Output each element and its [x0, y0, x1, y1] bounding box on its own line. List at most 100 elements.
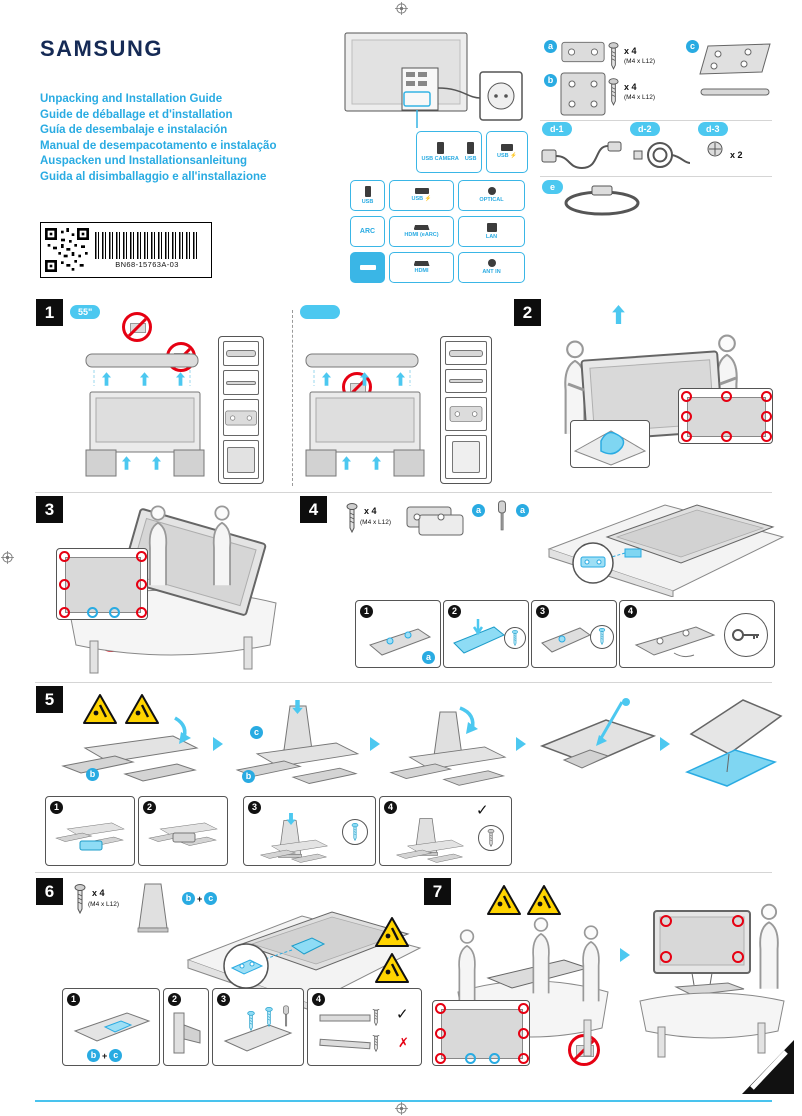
step-7-number: 7 [424, 878, 451, 905]
registration-mark-left-icon [1, 551, 14, 564]
parts-b-plus-c: b + c [182, 892, 218, 905]
step-1-number: 1 [36, 299, 63, 326]
step5-substep-3: 3 [243, 796, 376, 866]
usb-port-icon [501, 144, 513, 152]
size-badge-2 [300, 305, 340, 319]
connect-port-icon [359, 265, 376, 270]
step4-substep-2: 2 [443, 600, 529, 668]
part-b-spec: (M4 x L12) [624, 94, 656, 101]
label-box: BN68-15763A-03 [40, 222, 212, 278]
step4-qty: x 4 [364, 506, 377, 516]
barcode-block: BN68-15763A-03 [95, 231, 199, 269]
part-a-bracket-icon [561, 40, 605, 64]
port-usb-power: USB ⚡ [389, 180, 454, 211]
callout-c: c [204, 892, 218, 905]
part-e-badge: e [542, 180, 564, 194]
port-usb-side: USB [350, 180, 385, 211]
part-c-callout: c [686, 40, 699, 53]
next-arrow-icon [660, 737, 670, 751]
port-hdmi-earc: HDMI (eARC) [389, 216, 454, 247]
step4-substep-3: 3 [531, 600, 617, 668]
barcode [95, 231, 199, 259]
hdmi-port-icon [413, 260, 430, 266]
step4-spec: (M4 x L12) [360, 519, 392, 526]
step5-substep-2: 2 [138, 796, 228, 866]
bracket-item-icon [445, 397, 487, 431]
title-fr: Guide de déballage et d'installation [40, 108, 233, 121]
part-c-bar-icon [700, 88, 770, 96]
registration-mark-bottom-icon [395, 1102, 408, 1115]
step6-substep-2: 2 [163, 988, 209, 1066]
step5-substep-1: 1 [45, 796, 135, 866]
footer-rule [35, 1100, 772, 1102]
title-pt: Manual de desempacotamento e instalação [40, 139, 277, 152]
soundbar-item-icon [445, 341, 487, 365]
usb-port-icon [436, 141, 444, 154]
usb-port-icon [364, 185, 371, 197]
usb-port-icon [414, 188, 429, 195]
step4-screw-icon [346, 503, 358, 533]
part-a-qty: x 4 [624, 46, 637, 56]
next-arrow-icon [620, 948, 630, 962]
detail-circle [342, 819, 368, 845]
step4-substep-4: 4 [619, 600, 775, 668]
part-a-callout: a [544, 40, 557, 53]
title-de: Auspacken und Installationsanleitung [40, 155, 248, 168]
soundbar-item-icon [223, 341, 259, 367]
next-arrow-icon [213, 737, 223, 751]
step-5-number: 5 [36, 686, 63, 713]
port-hdmi: HDMI [389, 252, 454, 283]
size-badge-55: 55" [70, 305, 101, 319]
detail-circle [478, 825, 504, 851]
optical-port-icon [487, 187, 496, 196]
port-one-connect [350, 252, 385, 283]
tv-back-thumb [441, 1009, 523, 1059]
step6-substep-4: 4 ✓ ✗ [307, 988, 422, 1066]
step6-substep-1: 1 b + c [62, 988, 160, 1066]
tv-back-diagram [344, 32, 524, 128]
bracket-item-icon [223, 399, 259, 437]
step6-spec: (M4 x L12) [88, 901, 120, 908]
step5-substep-4: 4 ✓ [379, 796, 512, 866]
part-d2-badge: d-2 [630, 122, 660, 136]
port-lan: LAN [458, 216, 525, 247]
stand-step-4-illustration [539, 698, 657, 769]
accessory-panel-a [218, 336, 264, 484]
page-fold-icon [742, 1040, 794, 1094]
title-es: Guía de desembalaje e instalación [40, 124, 228, 137]
hand-grip-detail-panel [570, 420, 650, 468]
part-c-plate-icon [699, 43, 771, 75]
part-e-cable-tie-icon [564, 185, 640, 216]
unboxing-illustration-b [305, 353, 425, 477]
next-arrow-icon [516, 737, 526, 751]
protection-points-inset [56, 548, 148, 620]
caution-pinch-icon [374, 916, 410, 948]
part-b-callout: b [544, 74, 557, 87]
samsung-logo: SAMSUNG [40, 36, 163, 61]
plate-item-icon [223, 440, 259, 479]
stand-step-5-illustration [684, 699, 783, 787]
detail-circle [504, 627, 526, 649]
callout-c: c [250, 726, 263, 739]
callout-b: b [182, 892, 195, 905]
callout-a: a [472, 504, 485, 517]
qr-code-icon [45, 228, 89, 272]
registration-mark-top-icon [395, 2, 408, 15]
step-3-number: 3 [36, 496, 63, 523]
part-d3-badge: d-3 [698, 122, 728, 136]
stand-step-1-illustration [62, 716, 198, 782]
unboxing-illustration-a [85, 353, 205, 477]
check-mark: ✓ [476, 801, 489, 819]
step-2-number: 2 [514, 299, 541, 326]
bar-item-icon [223, 370, 259, 396]
table-facedown-illustration [547, 504, 785, 597]
detail-circle [590, 625, 614, 649]
step6-substep-3: 3 [212, 988, 304, 1066]
step6-screw-icon [74, 884, 86, 914]
port-arc-label: ARC [350, 216, 385, 247]
part-b-qty: x 4 [624, 82, 637, 92]
part-d3-qty: x 2 [730, 150, 743, 160]
attach-stand-illustration [186, 911, 422, 1011]
part-d1-badge: d-1 [542, 122, 572, 136]
